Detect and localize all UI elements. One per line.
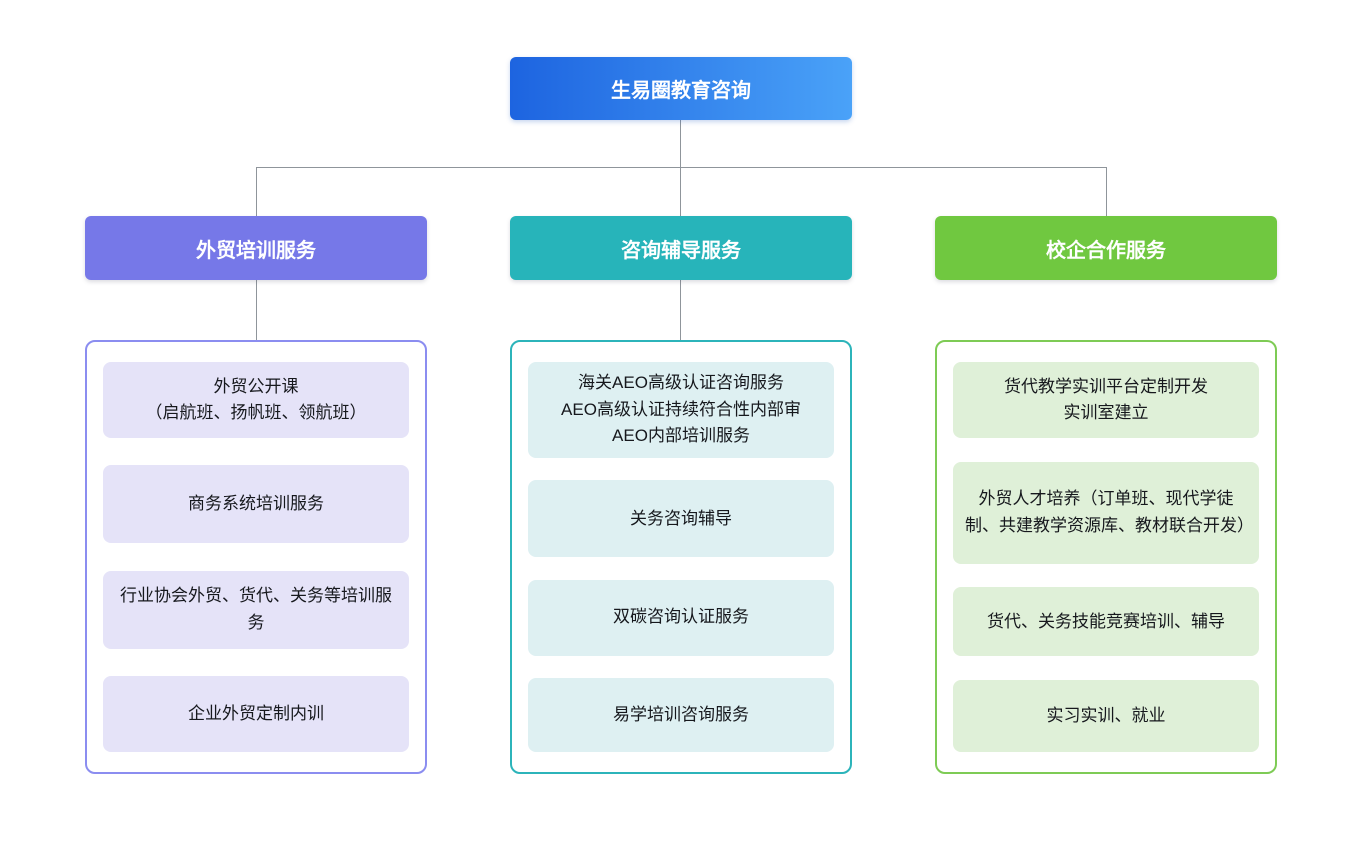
- service-item: 实习实训、就业: [953, 679, 1259, 752]
- service-item: 商务系统培训服务: [103, 465, 409, 544]
- root-node-label: 生易圈教育咨询: [611, 80, 751, 102]
- connector-drop-right: [1106, 167, 1107, 216]
- branch-items-container: 货代教学实训平台定制开发 实训室建立 外贸人才培养（订单班、现代学徒制、共建教学…: [935, 340, 1277, 774]
- service-item: 货代、关务技能竞赛培训、辅导: [953, 587, 1259, 657]
- connector-header-stem-middle: [680, 280, 681, 340]
- branch-items-container: 外贸公开课 （启航班、扬帆班、领航班） 商务系统培训服务 行业协会外贸、货代、关…: [85, 340, 427, 774]
- service-item: 易学培训咨询服务: [528, 677, 834, 752]
- branch-header-label: 外贸培训服务: [196, 239, 316, 262]
- branch-header-school-enterprise-cooperation: 校企合作服务: [935, 216, 1277, 280]
- connector-horizontal-bar: [256, 167, 1107, 168]
- branch-header-foreign-trade-training: 外贸培训服务: [85, 216, 427, 280]
- connector-root-stem: [680, 120, 681, 167]
- service-item: 外贸人才培养（订单班、现代学徒制、共建教学资源库、教材联合开发）: [953, 461, 1259, 564]
- service-item: 企业外贸定制内训: [103, 675, 409, 752]
- branch-items-container: 海关AEO高级认证咨询服务 AEO高级认证持续符合性内部审 AEO内部培训服务 …: [510, 340, 852, 774]
- root-node: 生易圈教育咨询: [510, 57, 852, 120]
- connector-drop-middle: [680, 167, 681, 216]
- branch-header-label: 咨询辅导服务: [621, 239, 741, 262]
- connector-drop-left: [256, 167, 257, 216]
- service-item: 货代教学实训平台定制开发 实训室建立: [953, 362, 1259, 438]
- branch-header-consulting-coaching: 咨询辅导服务: [510, 216, 852, 280]
- service-item: 行业协会外贸、货代、关务等培训服务: [103, 570, 409, 649]
- branch-header-label: 校企合作服务: [1046, 239, 1166, 262]
- service-item: 海关AEO高级认证咨询服务 AEO高级认证持续符合性内部审 AEO内部培训服务: [528, 362, 834, 458]
- service-item: 关务咨询辅导: [528, 480, 834, 558]
- service-item: 外贸公开课 （启航班、扬帆班、领航班）: [103, 362, 409, 438]
- service-item: 双碳咨询认证服务: [528, 579, 834, 656]
- connector-header-stem-left: [256, 280, 257, 340]
